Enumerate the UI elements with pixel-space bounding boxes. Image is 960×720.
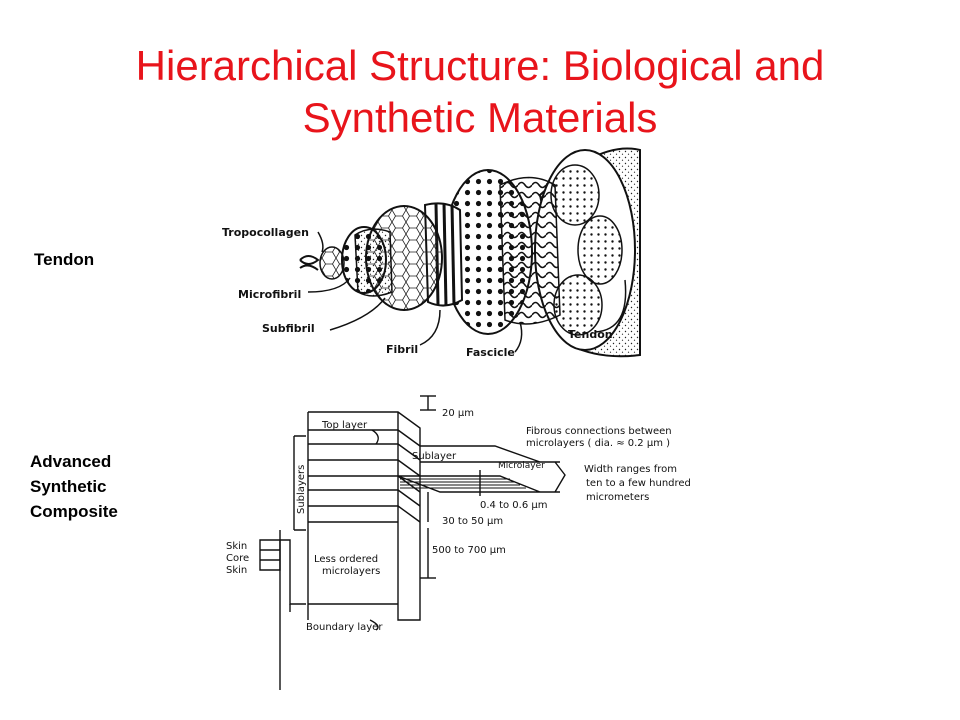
composite-label: Advanced Synthetic Composite: [30, 449, 118, 524]
label-tendon-diagram: Tendon: [568, 328, 613, 341]
label-top-layer: Top layer: [321, 420, 368, 431]
composite-label-line-2: Synthetic: [30, 477, 107, 496]
label-sublayer: Sublayer: [412, 451, 457, 462]
label-less-ordered-2: microlayers: [322, 566, 380, 577]
label-subfibril: Subfibril: [262, 322, 315, 335]
title-line-1: Hierarchical Structure: Biological and: [135, 42, 825, 89]
label-width-1: Width ranges from: [584, 464, 677, 475]
label-sublayers-vertical: Sublayers: [296, 465, 307, 514]
label-dim-30: 30 to 50 μm: [442, 516, 503, 527]
label-skin-2: Skin: [226, 565, 247, 576]
label-microlayer: Microlayer: [498, 461, 545, 471]
label-fibrous-2: microlayers ( dia. ≈ 0.2 μm ): [526, 438, 670, 449]
label-core: Core: [226, 553, 249, 564]
label-fibril: Fibril: [386, 343, 418, 356]
label-microfibril: Microfibril: [238, 288, 301, 301]
label-fascicle: Fascicle: [466, 346, 515, 359]
tropocollagen-cross-section: [319, 246, 345, 280]
label-boundary-layer: Boundary layer: [306, 622, 383, 633]
label-less-ordered-1: Less ordered: [314, 554, 378, 565]
microlayer-stack: [400, 478, 526, 489]
label-skin-1: Skin: [226, 541, 247, 552]
label-width-3: micrometers: [586, 492, 649, 503]
label-width-2: ten to a few hundred: [586, 478, 691, 489]
fascicle-section-2: [577, 215, 623, 285]
label-fibrous-1: Fibrous connections between: [526, 426, 672, 437]
tendon-label: Tendon: [34, 247, 94, 272]
tendon-label-text: Tendon: [34, 250, 95, 269]
block-depth-lines: [397, 429, 421, 523]
label-dim-500: 500 to 700 μm: [432, 545, 506, 556]
tropocollagen-strands: [299, 255, 320, 271]
sublayer-slab: [420, 445, 541, 463]
slide-title: Hierarchical Structure: Biological and S…: [0, 40, 960, 144]
skin-core-stack: [259, 539, 281, 571]
composite-label-line-1: Advanced: [30, 452, 112, 471]
block-layer-lines: [308, 429, 398, 605]
composite-label-line-3: Composite: [30, 502, 118, 521]
composite-block-outline: [308, 411, 421, 621]
label-dim-20: 20 μm: [442, 408, 474, 419]
title-line-2: Synthetic Materials: [302, 94, 658, 141]
width-bracket: [540, 461, 566, 493]
label-tropocollagen: Tropocollagen: [222, 226, 309, 239]
label-dim-04: 0.4 to 0.6 μm: [480, 500, 548, 511]
tendon-leaders: [307, 231, 627, 353]
